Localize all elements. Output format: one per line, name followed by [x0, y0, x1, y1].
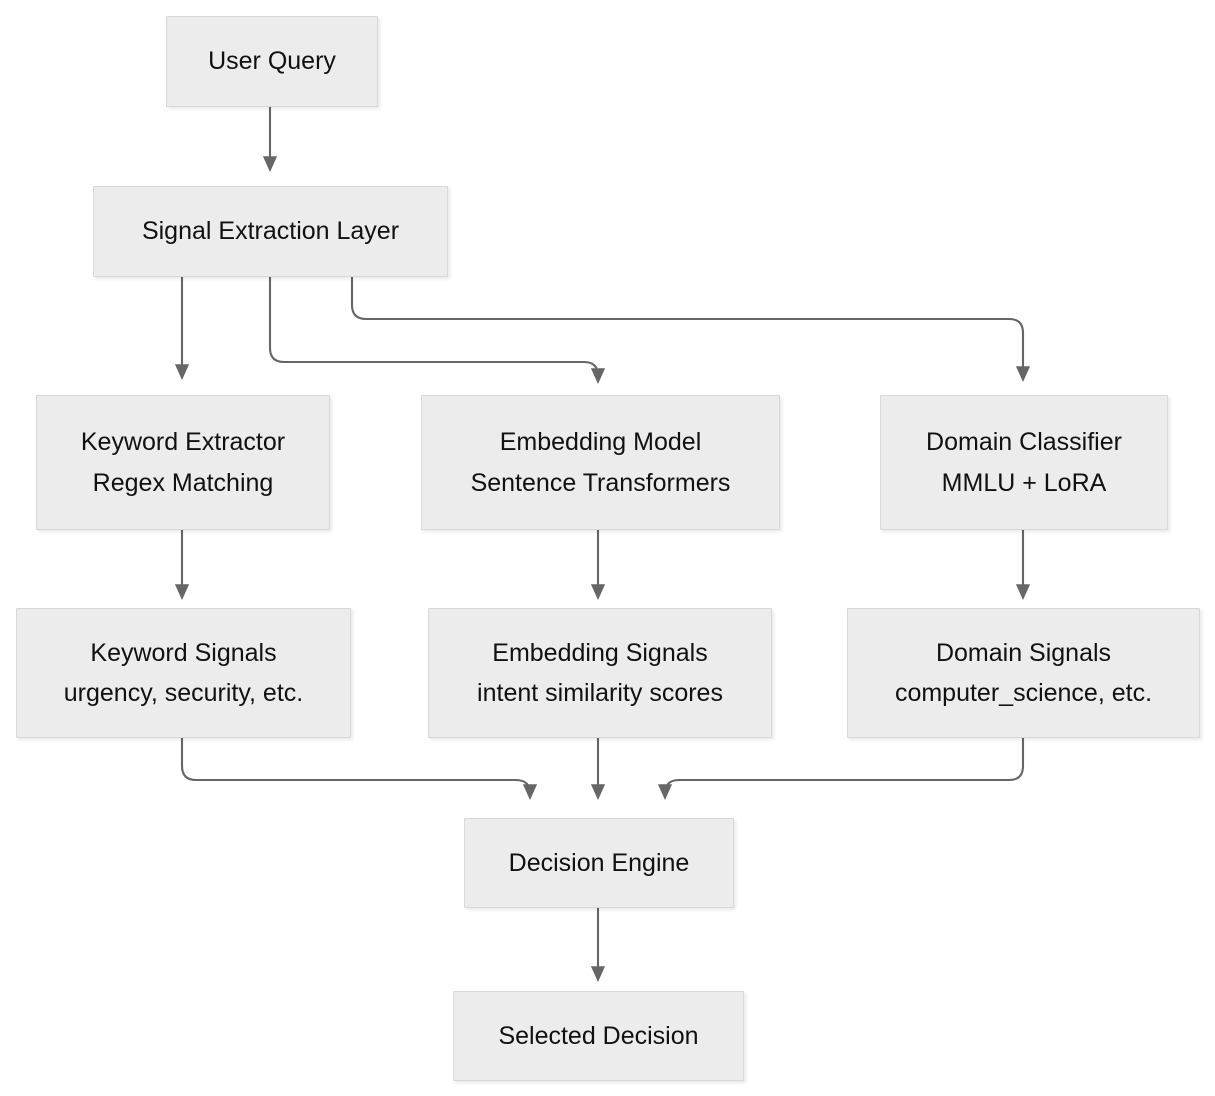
- node-embedding-signals[interactable]: Embedding Signals intent similarity scor…: [428, 608, 772, 738]
- edge-domain-signals-to-decision-engine: [657, 738, 1025, 800]
- node-keyword-signals-label: Keyword Signals: [90, 638, 277, 667]
- node-keyword-extractor-label: Keyword Extractor: [80, 428, 286, 456]
- node-embedding-signals-label: Embedding Signals: [492, 638, 708, 667]
- node-domain-classifier-sublabel: MMLU + LoRA: [941, 468, 1107, 497]
- node-signal-extraction-layer-label: Signal Extraction Layer: [141, 217, 400, 246]
- node-keyword-signals[interactable]: Keyword Signals urgency, security, etc.: [16, 608, 351, 738]
- node-decision-engine-label: Decision Engine: [508, 848, 690, 877]
- node-decision-engine[interactable]: Decision Engine: [464, 818, 734, 908]
- node-embedding-model[interactable]: Embedding Model Sentence Transformers: [421, 395, 780, 530]
- edge-signal-extraction-to-embedding-model: [268, 277, 606, 384]
- node-embedding-signals-sublabel: intent similarity scores: [477, 679, 723, 707]
- node-keyword-extractor[interactable]: Keyword Extractor Regex Matching: [36, 395, 330, 530]
- node-signal-extraction-layer[interactable]: Signal Extraction Layer: [93, 186, 448, 277]
- node-keyword-signals-sublabel: urgency, security, etc.: [63, 679, 304, 707]
- node-domain-signals[interactable]: Domain Signals computer_science, etc.: [847, 608, 1200, 738]
- edge-keyword-signals-to-decision-engine: [180, 738, 538, 800]
- edge-signal-extraction-to-domain-classifier: [350, 277, 1031, 382]
- node-domain-signals-sublabel: computer_science, etc.: [894, 679, 1153, 707]
- node-selected-decision-label: Selected Decision: [498, 1021, 699, 1050]
- node-keyword-extractor-sublabel: Regex Matching: [92, 468, 274, 497]
- node-domain-signals-label: Domain Signals: [935, 638, 1112, 667]
- node-domain-classifier[interactable]: Domain Classifier MMLU + LoRA: [880, 395, 1168, 530]
- node-domain-classifier-label: Domain Classifier: [926, 428, 1122, 456]
- node-embedding-model-sublabel: Sentence Transformers: [470, 468, 731, 497]
- node-user-query[interactable]: User Query: [166, 16, 378, 107]
- node-embedding-model-label: Embedding Model: [499, 428, 702, 456]
- node-selected-decision[interactable]: Selected Decision: [453, 991, 744, 1081]
- node-user-query-label: User Query: [208, 47, 336, 76]
